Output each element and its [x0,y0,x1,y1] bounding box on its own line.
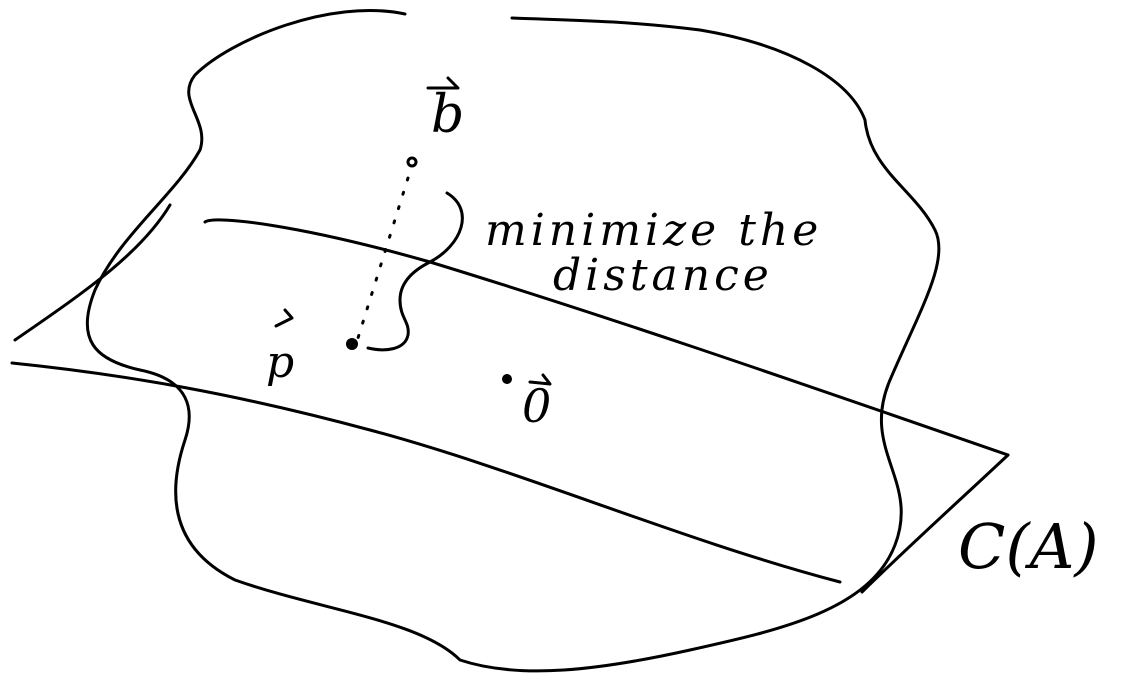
point-b-marker [406,156,418,168]
vector-b-arrow-icon [426,76,460,90]
ambient-space-blob [85,9,941,673]
vector-zero-arrow-icon [528,373,552,386]
distance-brace [366,191,464,352]
label-b: b [431,85,464,145]
plane-left-edge [13,203,172,342]
label-origin: 0 [522,379,551,433]
point-origin-marker [502,374,512,384]
plane-top-edge [203,218,1010,457]
point-p-marker [346,338,358,350]
annotation-line-1: minimize the [485,205,822,256]
plane-right-edge [860,453,1010,594]
projection-dotted-line [356,176,410,340]
label-p: p [266,337,294,388]
vector-p-arrow-icon [274,308,294,328]
annotation-line-2: distance [553,250,773,301]
plane-bottom-edge [10,361,842,584]
label-column-space: C(A) [958,510,1099,583]
